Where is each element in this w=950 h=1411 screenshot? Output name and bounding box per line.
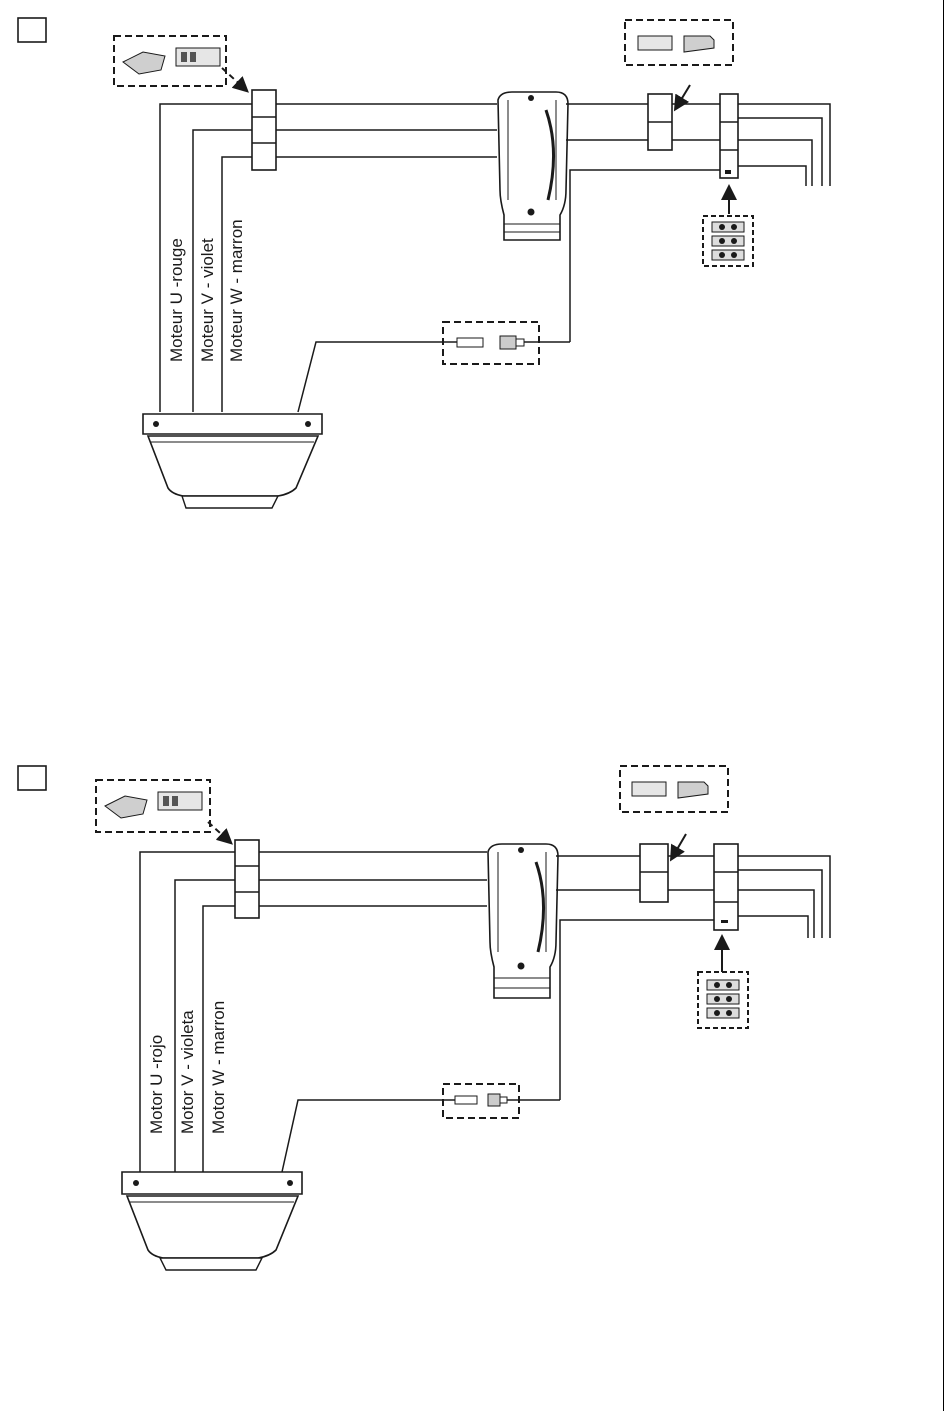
connector-pair-icon	[114, 36, 226, 86]
checkbox-square[interactable]	[18, 18, 46, 42]
terminal-block-right	[714, 844, 738, 930]
wiring-diagram-fr: Moteur U -rouge Moteur V - violet Moteur…	[0, 0, 950, 705]
terminal-block-middle	[648, 94, 672, 150]
terminal-block-left	[235, 840, 259, 918]
terminal-strip-icon	[698, 972, 748, 1028]
motor-housing-icon	[122, 1172, 302, 1270]
plug-connector-icon	[443, 322, 539, 364]
wire-label-u: Moteur U -rouge	[167, 238, 186, 362]
wiring-diagram-es: Motor U -rojo Motor V - violeta Motor W …	[0, 706, 950, 1411]
control-unit-icon	[488, 844, 558, 998]
connector-pair-icon	[96, 780, 210, 832]
plug-connector-icon	[443, 1084, 519, 1118]
wire-label-u: Motor U -rojo	[147, 1035, 166, 1134]
terminal-strip-icon	[703, 216, 753, 266]
terminal-block-left	[252, 90, 276, 170]
wire-label-v: Moteur V - violet	[198, 238, 217, 362]
wiring-diagram-svg: Moteur U -rouge Moteur V - violet Moteur…	[0, 0, 950, 705]
connector-pair-icon-right	[620, 766, 728, 812]
wire-label-w: Moteur W - marron	[227, 219, 246, 362]
wire-label-v: Motor V - violeta	[178, 1010, 197, 1134]
terminal-block-right	[720, 94, 738, 178]
motor-housing-icon	[143, 414, 322, 508]
wiring-diagram-svg: Motor U -rojo Motor V - violeta Motor W …	[0, 706, 950, 1411]
wire-label-w: Motor W - marron	[209, 1001, 228, 1134]
terminal-block-middle	[640, 844, 668, 902]
connector-pair-icon-right	[625, 20, 733, 65]
control-unit-icon	[498, 92, 568, 240]
checkbox-square[interactable]	[18, 766, 46, 790]
